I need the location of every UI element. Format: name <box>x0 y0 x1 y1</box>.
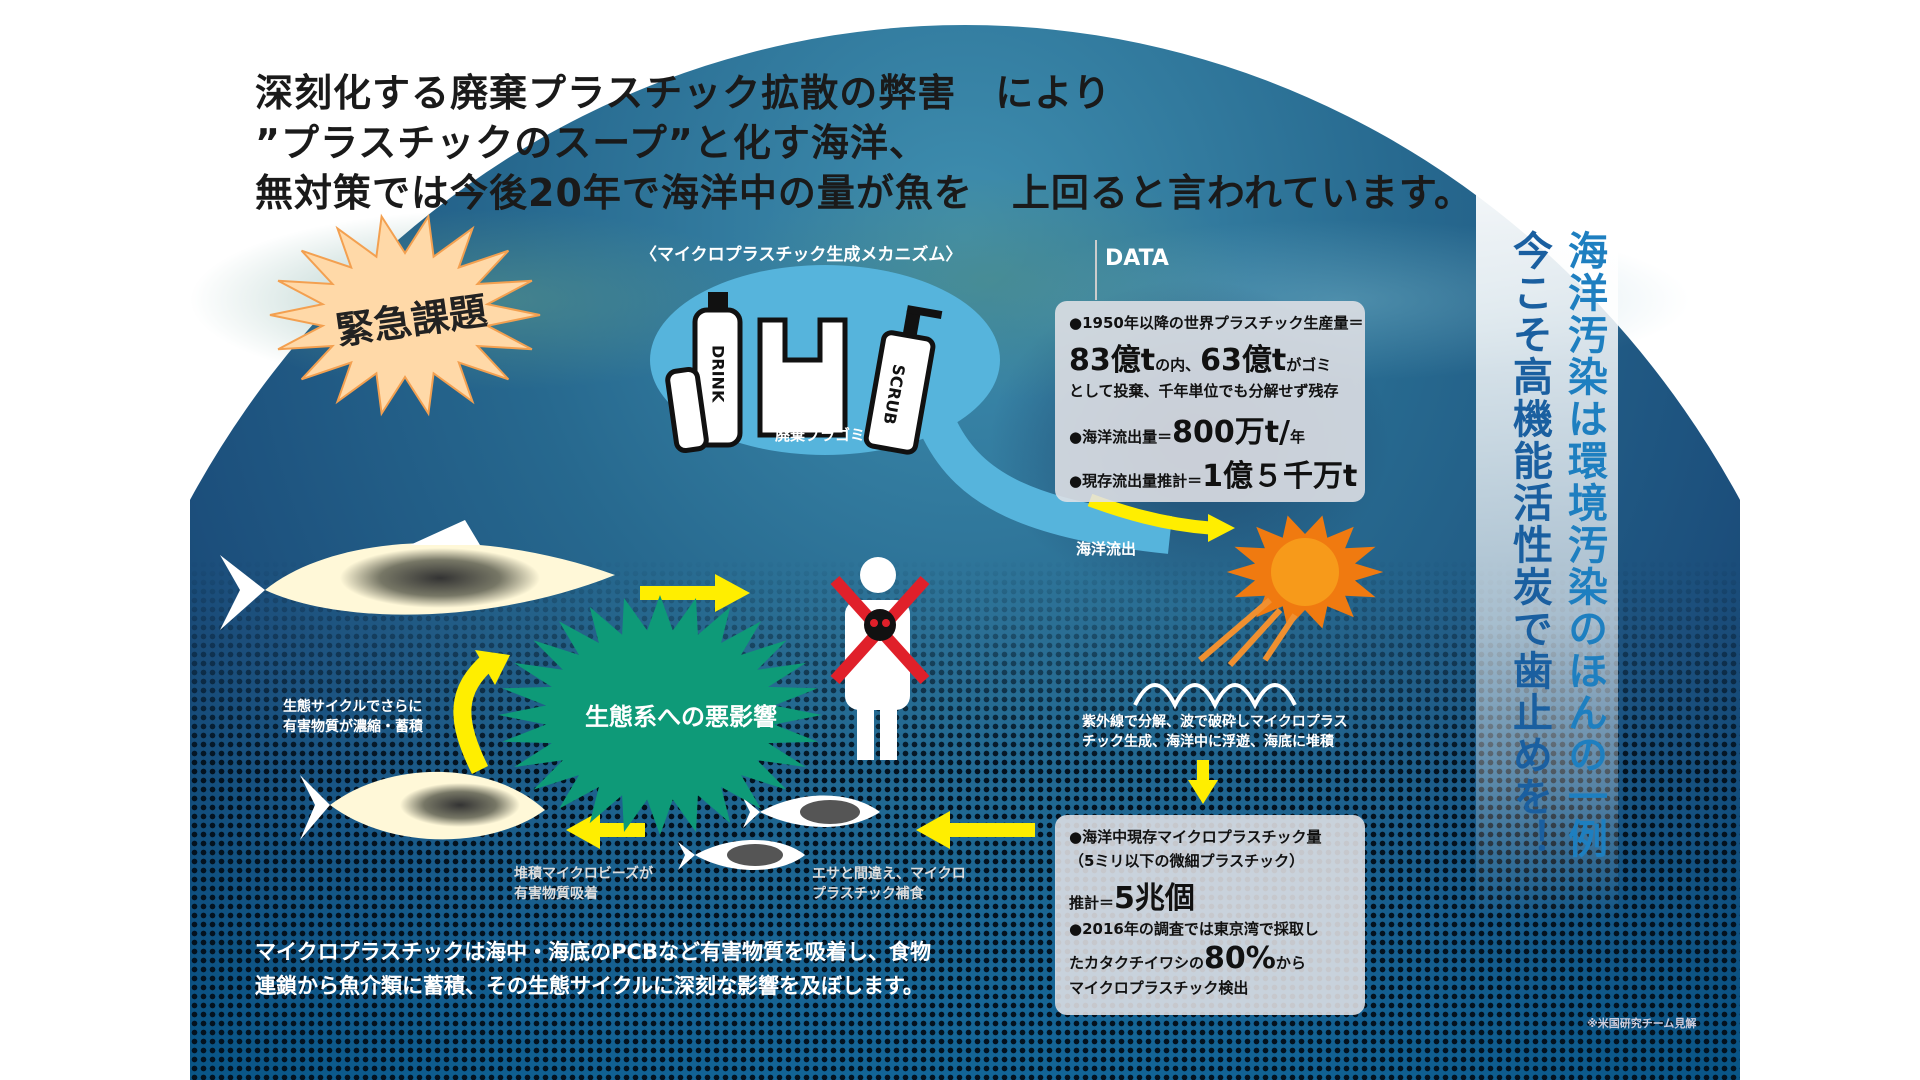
left-arrow-icon <box>916 811 1035 849</box>
sun-icon <box>1271 538 1339 606</box>
divider <box>1095 240 1097 300</box>
pump-bottle-icon <box>863 305 943 455</box>
headline-line-1: 深刻化する廃棄プラスチック拡散の弊害 により <box>255 71 1112 115</box>
cycle-arrow-icon <box>453 653 497 775</box>
bottle-label: DRINK <box>709 345 728 403</box>
uv-ray-icon <box>1198 597 1298 668</box>
mechanism-caption: 〈マイクロプラスチック生成メカニズム〉 <box>640 245 963 265</box>
footnote: ※米国研究チーム見解 <box>1587 1017 1697 1030</box>
side-panel <box>1476 185 1618 920</box>
data-box: ●1950年以降の世界プラスチック生産量＝ 83億tの内、63億tがゴミ として… <box>1055 301 1365 502</box>
outflow-arrow-icon <box>1087 493 1211 535</box>
cycle-caption: 生態サイクルでさらに有害物質が濃縮・蓄積 <box>283 699 423 735</box>
side-text-1: 海洋汚染は環境汚染のほんの一例 <box>1561 230 1607 860</box>
side-text-2: 今こそ高機能活性炭で歯止めを！ <box>1506 230 1552 860</box>
tuna-icon <box>220 520 615 630</box>
urgent-starburst <box>269 213 541 417</box>
large-fish-icon <box>300 771 545 840</box>
waste-bubble: DRINK SCRUB 廃棄プラゴミ <box>650 265 1235 554</box>
data-label: DATA <box>1105 246 1169 271</box>
down-arrow-icon <box>1188 760 1218 804</box>
uv-caption: 紫外線で分解、波で破砕しマイクロプラスチック生成、海洋中に浮遊、海底に堆積 <box>1082 714 1348 750</box>
bottom-description: マイクロプラスチックは海中・海底のPCBなど有害物質を吸着し、食物連鎖から魚介類… <box>255 940 931 998</box>
sun-uv-diagram <box>1133 515 1384 710</box>
headline-line-3: 無対策では今後20年で海洋中の量が魚を 上回ると言われています。 <box>255 171 1474 215</box>
data-value-1: 83億t <box>1069 343 1156 378</box>
beads-caption: 堆積マイクロビーズが有害物質吸着 <box>514 866 654 902</box>
small-fish-icon <box>678 840 805 870</box>
bait-caption: エサと間違え、マイクロプラスチック補食 <box>812 866 966 902</box>
ocean-outflow-label: 海洋流出 <box>1076 540 1137 558</box>
plastic-bag-icon <box>757 317 848 438</box>
food-chain-diagram <box>220 520 1035 870</box>
headline-line-2: ”プラスチックのスープ”と化す海洋、 <box>255 121 928 165</box>
small-fish-icon <box>743 795 880 828</box>
wave-icon <box>1133 683 1297 710</box>
microplastic-box: ●海洋中現存マイクロプラスチック量 （5ミリ以下の微細プラスチック） 推計＝5兆… <box>1055 815 1365 1015</box>
infographic: 深刻化する廃棄プラスチック拡散の弊害 により ”プラスチックのスープ”と化す海洋… <box>190 0 1740 1080</box>
ecosystem-badge-text: 生態系への悪影響 <box>585 703 777 731</box>
ecosystem-starburst <box>498 595 822 835</box>
skull-icon <box>864 609 896 641</box>
data-line-1: ●1950年以降の世界プラスチック生産量＝ <box>1069 314 1364 332</box>
waste-label: 廃棄プラゴミ <box>775 426 865 444</box>
data-value-2: 63億t <box>1200 343 1287 378</box>
